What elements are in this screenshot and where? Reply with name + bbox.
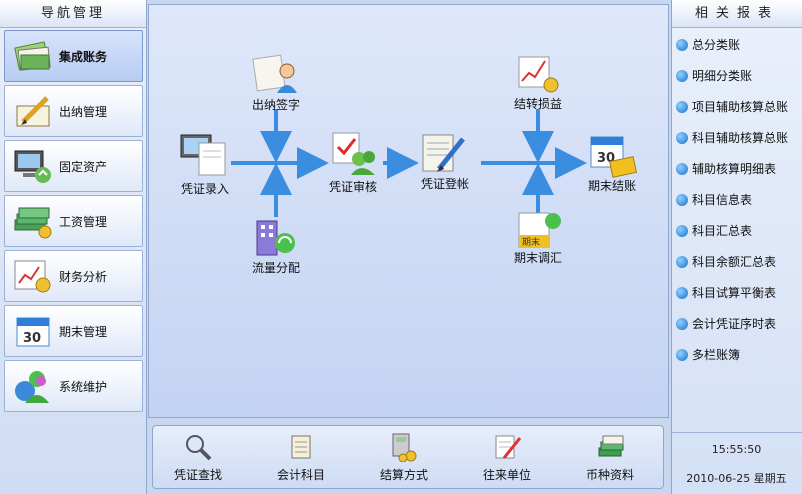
period-close-label[interactable]: 期末结账 [587,179,636,193]
nav-item-cashier[interactable]: 出纳管理 [4,85,143,137]
computer-assets-icon [9,145,57,187]
svg-text:30: 30 [23,331,41,346]
sign-person-icon [252,54,297,93]
calendar-30-icon: 30 [9,310,57,352]
voucher-search-label: 凭证查找 [173,468,222,482]
nav-item-label: 集成账务 [59,49,108,64]
voucher-audit-node[interactable] [329,131,381,181]
currency-data-label: 币种资料 [585,468,634,482]
system-user-icon [9,365,57,407]
bullet-icon [676,132,688,144]
bullet-icon [676,318,688,330]
voucher-search-button[interactable]: 凭证查找 [153,430,243,486]
cash-flow-label[interactable]: 流量分配 [251,261,300,275]
report-link[interactable]: 科目试算平衡表 [676,283,776,303]
partner-unit-button[interactable]: 往来单位 [462,430,552,486]
period-adjust-label[interactable]: 期末调汇 [513,251,562,265]
nav-item-label: 工资管理 [59,214,108,229]
profit-chart-icon [518,56,559,93]
navigation-panel: 导航管理 集成账务 出纳管理 固定资产 工资管理 财务分析 30 期末管 [0,0,147,494]
bullet-icon [676,70,688,82]
report-link[interactable]: 辅助核算明细表 [676,159,776,179]
cash-flow-node[interactable] [251,215,303,265]
money-stack-icon [9,200,57,242]
report-link[interactable]: 项目辅助核算总账 [676,97,788,117]
voucher-post-label[interactable]: 凭证登帐 [420,177,469,191]
transfer-pl-node[interactable] [513,53,565,103]
bullet-icon [676,256,688,268]
settlement-method-button[interactable]: 结算方式 [359,430,449,486]
svg-text:期末: 期末 [522,236,540,248]
report-link[interactable]: 科目汇总表 [676,221,752,241]
magnifier-icon [186,435,212,461]
voucher-post-node[interactable] [419,129,471,179]
report-link[interactable]: 科目辅助核算总账 [676,128,788,148]
bullet-icon [676,194,688,206]
calendar-card-icon: 30 [590,136,637,178]
nav-item-label: 期末管理 [59,324,108,339]
workflow-panel: 凭证录入 出纳签字 流量分配 凭证审核 凭证登帐 结转损益 期末 期末调汇 30… [148,4,669,418]
ledger-books-icon [9,35,57,77]
building-recycle-icon [256,220,295,256]
bottom-toolbar: 凭证查找 会计科目 结算方式 往来单位 币种资料 [152,425,664,489]
period-close-node[interactable]: 30 [587,133,639,183]
nav-item-label: 固定资产 [59,159,108,174]
nav-item-label: 财务分析 [59,269,108,284]
nav-item-payroll[interactable]: 工资管理 [4,195,143,247]
account-subject-label: 会计科目 [276,468,325,482]
partner-unit-label: 往来单位 [482,468,531,482]
cashier-sign-node[interactable] [251,51,303,101]
settlement-method-label: 结算方式 [379,468,428,482]
bullet-icon [676,39,688,51]
reports-header: 相关报表 [672,0,802,28]
computer-document-icon [180,134,226,176]
currency-stack-icon [598,435,624,457]
nav-item-ledger[interactable]: 集成账务 [4,30,143,82]
cashier-pen-icon [9,90,57,132]
nav-item-analysis[interactable]: 财务分析 [4,250,143,302]
nav-item-label: 系统维护 [59,379,108,394]
bullet-icon [676,349,688,361]
report-link[interactable]: 科目信息表 [676,190,752,210]
voucher-entry-node[interactable] [179,131,231,181]
period-adjust-icon: 期末 [518,212,561,248]
report-link[interactable]: 总分类账 [676,35,740,55]
document-pen-icon [495,435,522,459]
status-time: 15:55:50 [711,443,762,456]
voucher-audit-label[interactable]: 凭证审核 [328,180,377,194]
currency-data-button[interactable]: 币种资料 [565,430,655,486]
period-adjust-node[interactable]: 期末 [513,209,565,259]
cashier-sign-label[interactable]: 出纳签字 [251,98,300,112]
transfer-pl-label[interactable]: 结转损益 [513,97,562,111]
scroll-icon [291,435,311,459]
nav-item-period-end[interactable]: 30 期末管理 [4,305,143,357]
analysis-chart-icon [9,255,57,297]
bullet-icon [676,101,688,113]
bullet-icon [676,225,688,237]
bullet-icon [676,287,688,299]
flow-arrows [231,109,587,217]
report-link[interactable]: 多栏账簿 [676,345,740,365]
report-link[interactable]: 明细分类账 [676,66,752,86]
reports-panel: 相关报表 总分类账 明细分类账 项目辅助核算总账 科目辅助核算总账 辅助核算明细… [671,0,802,494]
report-link[interactable]: 科目余额汇总表 [676,252,776,272]
ledger-pen-icon [422,134,465,172]
account-subject-button[interactable]: 会计科目 [256,430,346,486]
status-divider [671,432,802,433]
report-link[interactable]: 会计凭证序时表 [676,314,776,334]
nav-item-system[interactable]: 系统维护 [4,360,143,412]
navigation-header: 导航管理 [0,0,146,28]
voucher-entry-label[interactable]: 凭证录入 [180,182,229,196]
calculator-coins-icon [392,433,417,463]
nav-item-label: 出纳管理 [59,104,108,119]
status-date: 2010-06-25 星期五 [686,472,787,485]
audit-check-icon [332,132,375,175]
nav-item-fixed-assets[interactable]: 固定资产 [4,140,143,192]
bullet-icon [676,163,688,175]
